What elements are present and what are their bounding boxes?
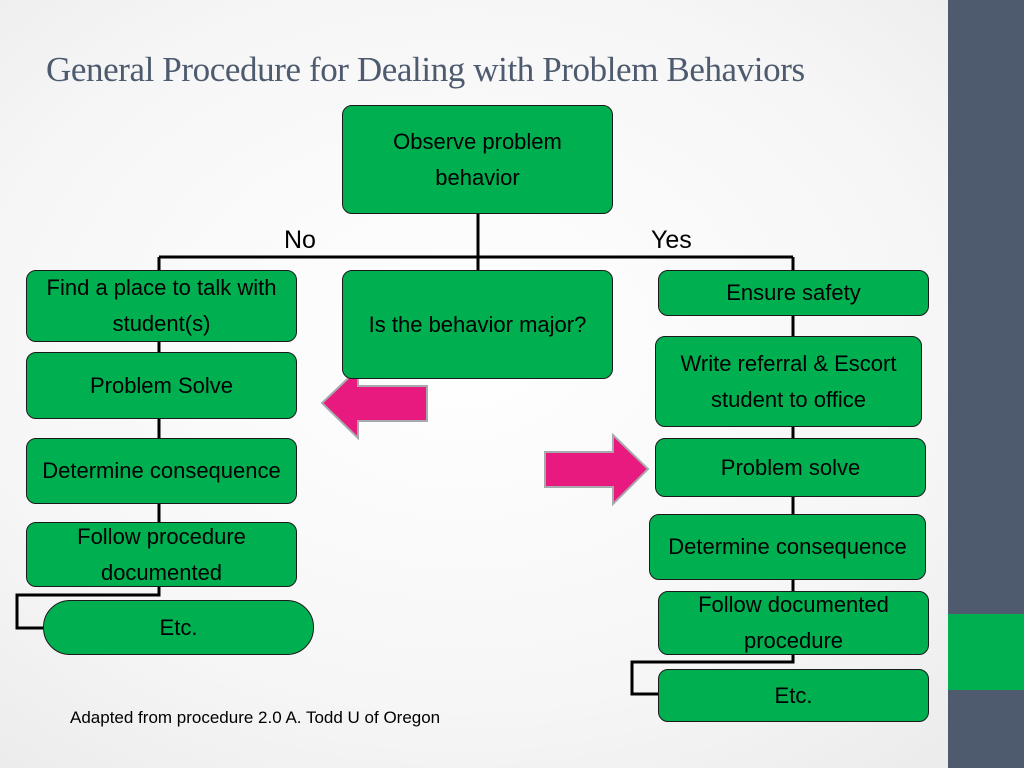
right-step-label: Ensure safety [726, 280, 861, 305]
left-step-label: Determine consequence [42, 458, 281, 483]
left-step-etc: Etc. [43, 600, 314, 655]
right-step-label: Write referral & Escort student to offic… [680, 350, 897, 412]
left-step-determine-consequence: Determine consequence [26, 438, 297, 504]
left-step-find-place: Find a place to talk with student(s) [26, 270, 297, 342]
right-step-label: Follow documented procedure [698, 592, 889, 653]
connector-lines [15, 214, 795, 696]
right-step-ensure-safety: Ensure safety [658, 270, 929, 316]
left-step-label: Find a place to talk with student(s) [46, 275, 277, 336]
right-step-problem-solve: Problem solve [655, 438, 926, 497]
decision-box: Is the behavior major? [342, 270, 613, 379]
left-step-label: Problem Solve [89, 372, 234, 398]
observe-problem-behavior-box: Observe problem behavior [342, 105, 613, 214]
decision-label: Is the behavior major? [368, 311, 587, 337]
sidebar-accent [948, 614, 1024, 690]
right-step-etc: Etc. [658, 669, 929, 722]
right-step-label: Etc. [774, 682, 813, 708]
right-step-determine-consequence: Determine consequence [649, 514, 926, 580]
left-step-problem-solve: Problem Solve [26, 352, 297, 419]
left-step-label: Follow procedure documented [77, 523, 246, 585]
right-step-label: Problem solve [720, 454, 861, 480]
observe-label: Observe problem behavior [393, 128, 562, 190]
source-caption: Adapted from procedure 2.0 A. Todd U of … [70, 708, 441, 727]
left-arrow-icon [320, 366, 428, 441]
left-step-label: Etc. [159, 614, 198, 640]
page-title: General Procedure for Dealing with Probl… [46, 50, 805, 89]
left-step-follow-procedure: Follow procedure documented [26, 522, 297, 587]
branch-label-no: No [284, 226, 316, 254]
right-step-write-referral: Write referral & Escort student to offic… [655, 336, 922, 427]
branch-label-yes: Yes [651, 226, 692, 254]
right-step-follow-documented-procedure: Follow documented procedure [658, 591, 929, 655]
right-arrow-icon [544, 432, 650, 507]
right-step-label: Determine consequence [668, 534, 907, 559]
